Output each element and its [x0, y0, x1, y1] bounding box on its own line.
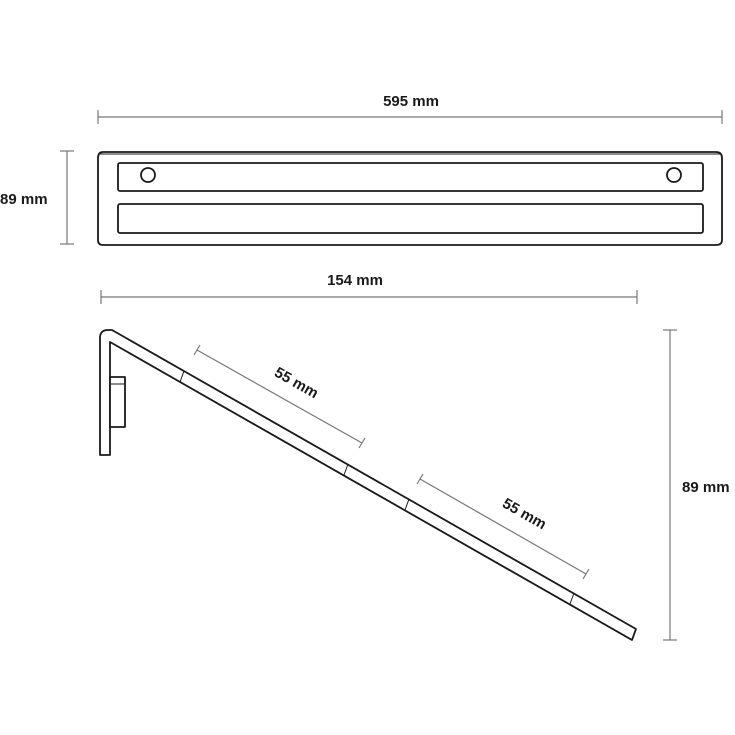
- width-dimension: [97, 110, 723, 124]
- height-dimension: [60, 150, 74, 245]
- side-view: 154 mm 89 mm 55 mm: [99, 272, 730, 641]
- top-view: 595 mm 89 mm: [0, 93, 723, 246]
- lower-segment-label: 55 mm: [499, 495, 549, 533]
- upper-segment-dimension: [193, 344, 366, 449]
- width-dimension-label: 595 mm: [383, 93, 439, 110]
- side-height-dimension-label: 89 mm: [682, 479, 730, 496]
- depth-dimension: [100, 290, 638, 304]
- depth-dimension-label: 154 mm: [327, 272, 383, 289]
- height-dimension-label: 89 mm: [0, 191, 48, 208]
- rack-plate: [97, 151, 723, 246]
- mounting-hole-left: [140, 167, 156, 183]
- bracket-profile: [99, 329, 637, 641]
- lower-segment-dimension: [416, 473, 590, 580]
- side-height-dimension: [663, 329, 677, 641]
- mounting-hole-right: [666, 167, 682, 183]
